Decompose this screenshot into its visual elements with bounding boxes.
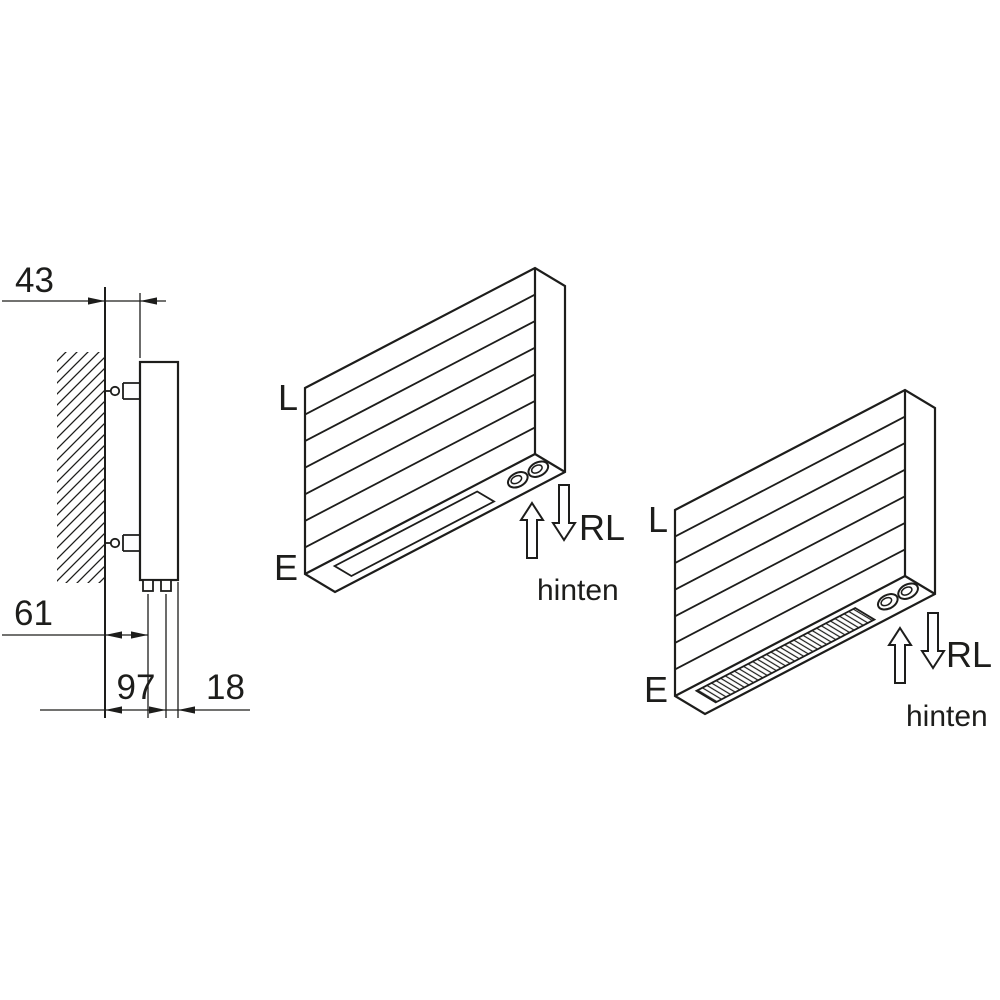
connection-port	[527, 460, 550, 478]
connection-port-opening	[900, 586, 913, 596]
pipe-stub-left	[142, 579, 154, 592]
dimension-arrow	[88, 297, 105, 305]
bracket-screw-icon	[109, 537, 121, 549]
bracket-screw-icon	[109, 385, 121, 397]
side-view: 43 61 97 18	[2, 261, 250, 718]
dimension-arrow	[140, 297, 157, 305]
radiator-iso-grille: L E	[644, 388, 937, 716]
direction-label: hinten	[537, 574, 619, 607]
mounting-bracket-bottom	[105, 534, 140, 552]
wall-hatch	[57, 352, 105, 583]
dimension-label: 18	[206, 668, 245, 707]
flow-label: RL	[579, 507, 625, 548]
convector-grille	[694, 606, 877, 704]
dimension-61: 61	[2, 594, 148, 639]
label-inlet: L	[648, 499, 668, 540]
dimension-arrow	[105, 631, 122, 639]
radiator-iso-bottom-slot: L E	[274, 266, 567, 594]
connection-port-opening	[880, 596, 893, 607]
connection-port-opening	[530, 464, 543, 474]
connection-port	[876, 593, 899, 611]
dimension-arrow	[105, 706, 122, 714]
label-inlet: L	[278, 377, 298, 418]
label-outlet: E	[644, 669, 668, 710]
flow-up-arrow-icon	[888, 627, 912, 684]
flow-label: RL	[946, 634, 992, 675]
dimension-arrow	[178, 706, 195, 714]
connection-port	[506, 471, 529, 489]
dimension-97-18: 97 18	[40, 668, 250, 714]
connection-ports	[506, 460, 550, 489]
bottom-slot	[332, 490, 496, 578]
connection-port-opening	[510, 474, 523, 485]
radiator-edges	[674, 390, 936, 697]
mounting-bracket-top	[105, 382, 140, 400]
pipe-stub-right	[160, 579, 172, 592]
tube-lines	[674, 415, 906, 671]
dimension-label: 61	[14, 594, 53, 633]
connection-port	[897, 582, 919, 600]
label-outlet: E	[274, 547, 298, 588]
dimension-arrow	[131, 631, 148, 639]
dimension-label: 97	[117, 668, 156, 707]
direction-label: hinten	[906, 700, 988, 733]
flow-down-arrow-icon	[921, 612, 945, 669]
tube-lines	[304, 293, 536, 549]
extension-lines	[139, 293, 179, 718]
dimension-arrow	[149, 706, 166, 714]
flow-down-arrow-icon	[552, 484, 576, 541]
dimension-43: 43	[2, 261, 166, 305]
flow-up-arrow-icon	[520, 502, 544, 559]
flow-annotation-mid: RL hinten	[520, 484, 625, 607]
connection-ports	[876, 582, 919, 611]
radiator-side-body	[138, 360, 180, 582]
dimension-label: 43	[15, 261, 54, 300]
radiator-edges	[304, 268, 566, 575]
flow-annotation-right: RL hinten	[888, 612, 992, 733]
